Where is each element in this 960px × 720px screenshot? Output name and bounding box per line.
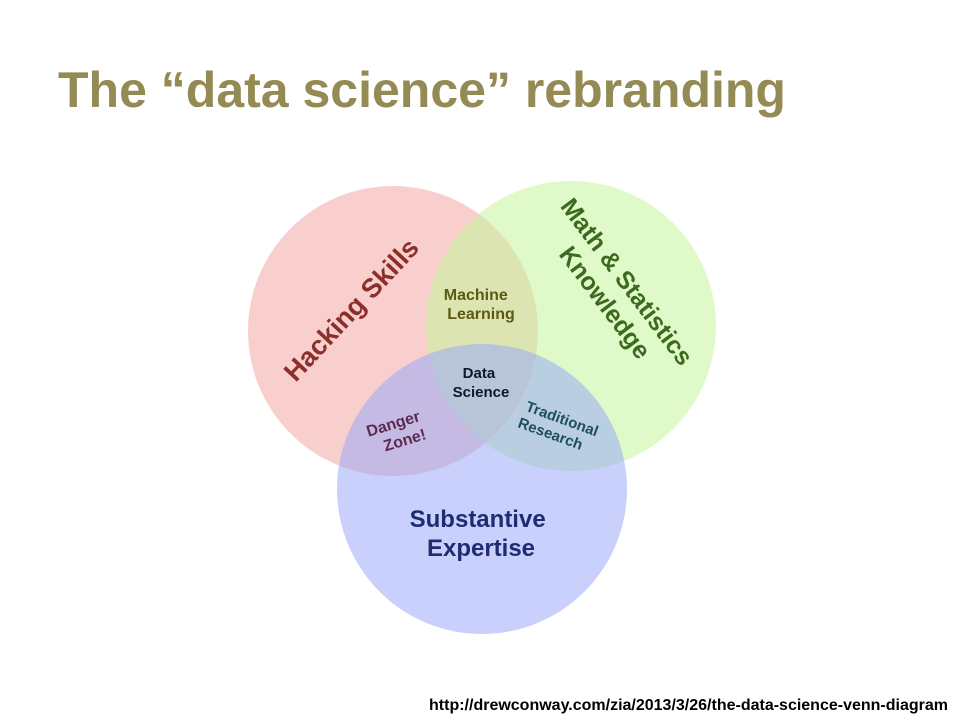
label-substantive-expertise-line-1: Substantive (410, 506, 546, 533)
label-machine-learning: Machine Learning (444, 287, 515, 323)
circle-substantive-expertise (337, 344, 627, 634)
slide-title: The “data science” rebranding (58, 62, 786, 118)
venn-circles (248, 181, 716, 634)
label-substantive-expertise: Substantive Expertise (410, 506, 553, 562)
label-data-science: Data Science (453, 365, 510, 401)
label-data-science-line-2: Science (453, 384, 510, 401)
label-machine-learning-line-2: Learning (447, 306, 515, 323)
label-machine-learning-line-1: Machine (444, 287, 508, 304)
label-substantive-expertise-line-2: Expertise (427, 535, 535, 562)
source-url: http://drewconway.com/zia/2013/3/26/the-… (429, 697, 948, 714)
label-data-science-line-1: Data (463, 365, 496, 382)
